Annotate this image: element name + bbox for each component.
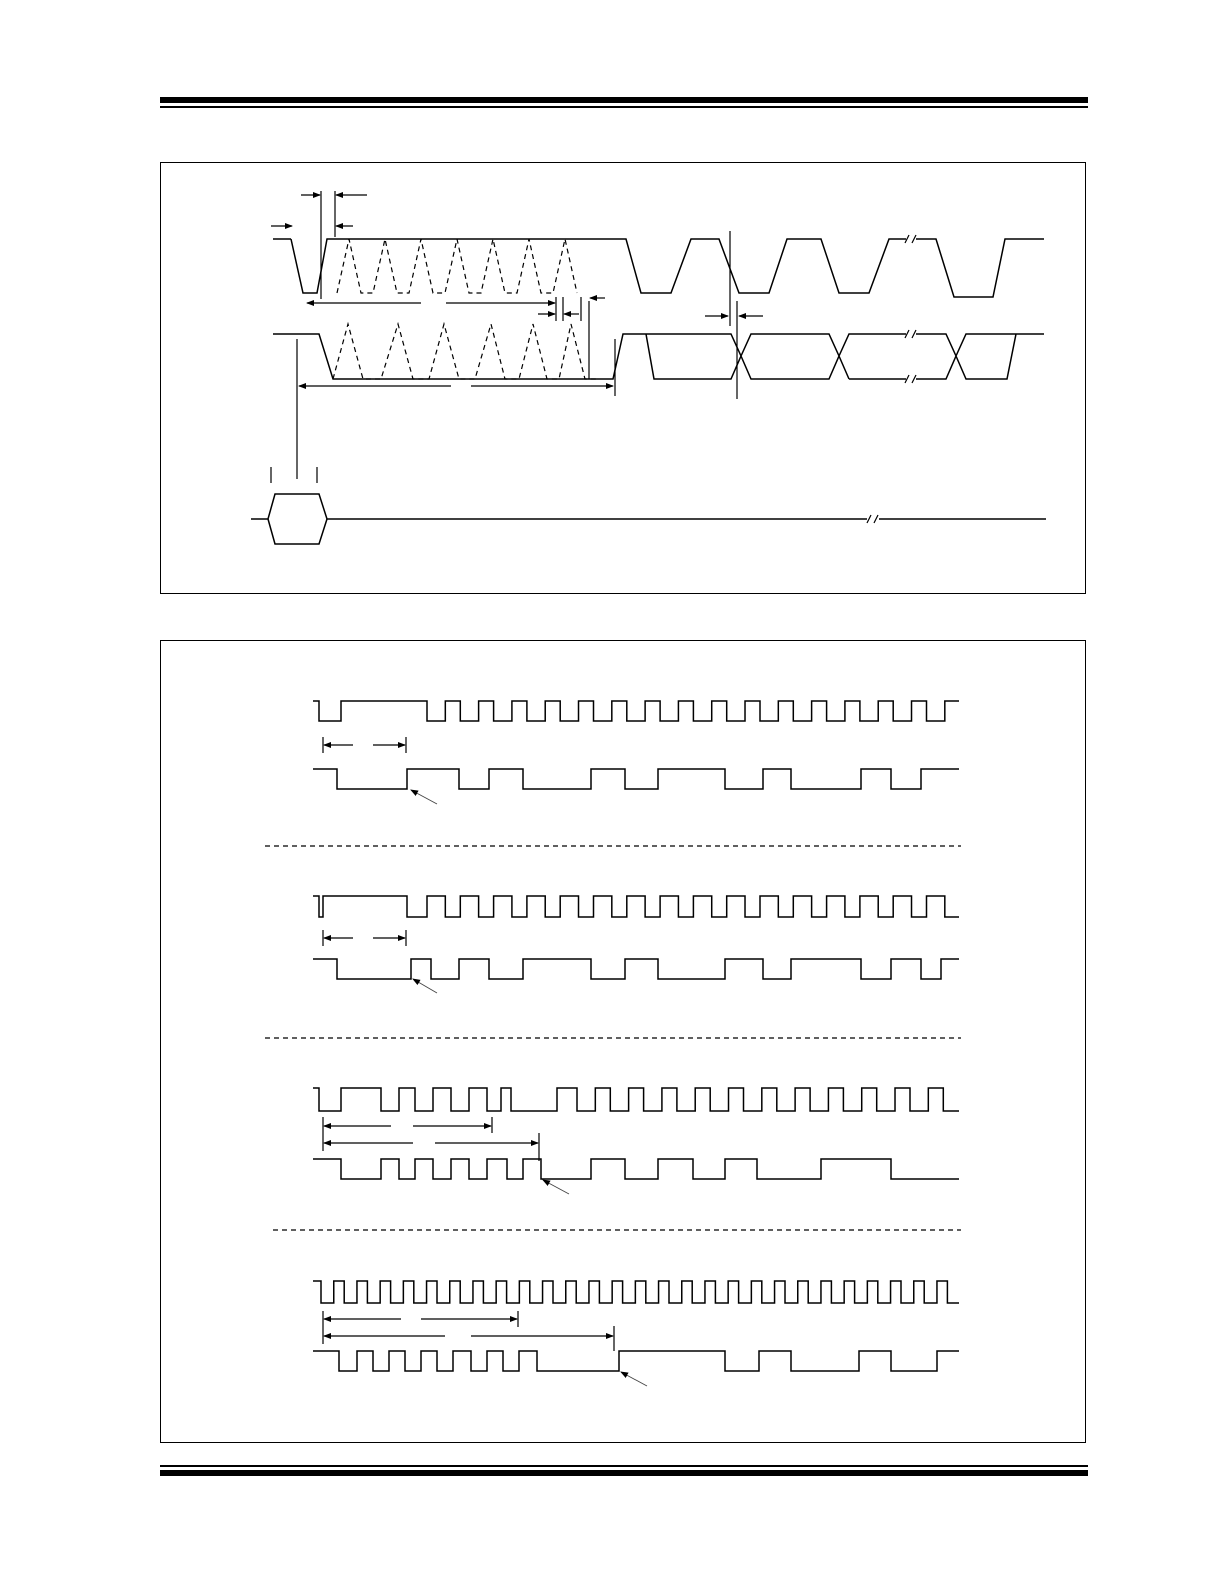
footer-rule-thick bbox=[160, 1470, 1088, 1476]
clock-a-section-3 bbox=[313, 1087, 959, 1112]
startup-timing-diagram bbox=[251, 191, 1046, 545]
pointer-s3 bbox=[542, 1179, 570, 1195]
clock-b-section-2 bbox=[313, 958, 959, 980]
clock-a-section-2 bbox=[313, 895, 959, 918]
waveform-1-continuation bbox=[916, 238, 1044, 298]
header-rule-thin bbox=[160, 106, 1088, 108]
pointer-s2 bbox=[412, 978, 438, 994]
waveform-1-dashed-oscillation bbox=[336, 238, 578, 294]
waveform-2-dashed-oscillation bbox=[332, 321, 599, 380]
clock-switch-timing-figure bbox=[160, 640, 1086, 1443]
bus-hexagon bbox=[251, 493, 867, 545]
clock-b-section-3 bbox=[313, 1158, 959, 1180]
pointer-s4 bbox=[620, 1371, 648, 1387]
break-mark-3 bbox=[866, 514, 879, 524]
clock-a-section-1 bbox=[313, 700, 959, 722]
startup-timing-figure bbox=[160, 162, 1086, 594]
header-rule-thick bbox=[160, 97, 1088, 103]
pointer-s1 bbox=[410, 789, 438, 805]
clock-switch-diagram bbox=[265, 700, 961, 1387]
footer-rule-thin bbox=[160, 1465, 1088, 1467]
clock-a-section-4 bbox=[313, 1280, 959, 1304]
clock-b-section-4 bbox=[313, 1350, 959, 1372]
break-mark-1 bbox=[904, 234, 917, 244]
waveform-2 bbox=[273, 333, 646, 380]
waveform-2-data-bus bbox=[645, 333, 1044, 380]
waveform-1 bbox=[290, 238, 906, 294]
break-mark-2 bbox=[904, 329, 917, 384]
clock-b-section-1 bbox=[313, 768, 959, 790]
